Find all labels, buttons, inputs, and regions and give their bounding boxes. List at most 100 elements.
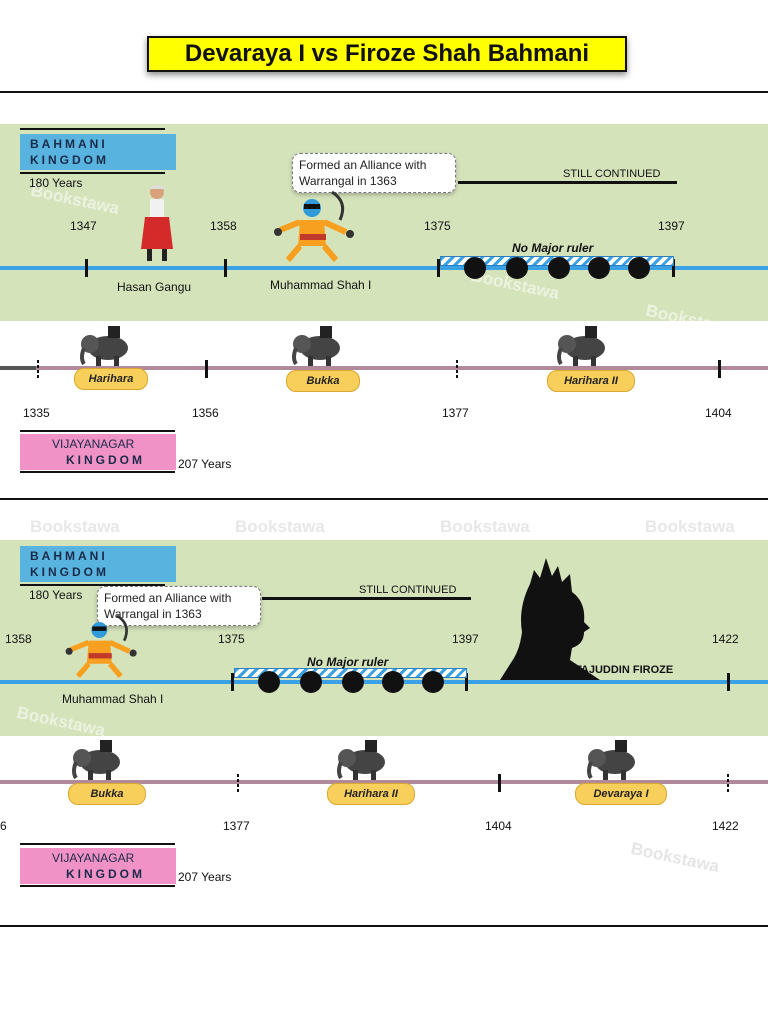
ruler-dot <box>628 257 650 279</box>
no-major-ruler-label: No Major ruler <box>512 241 594 255</box>
bahmani-duration: 180 Years <box>29 176 83 190</box>
year-label: 6 <box>0 819 7 833</box>
timeline-tick <box>37 360 39 378</box>
bahmani-kingdom-label: BAHMANI KINGDOM <box>20 546 176 582</box>
label-rule <box>20 172 165 174</box>
elephant-icon <box>337 740 385 782</box>
panel2-top-divider <box>0 498 768 500</box>
timeline-tick <box>85 259 88 277</box>
year-label: 1404 <box>485 819 512 833</box>
bahmani-timeline <box>0 266 768 270</box>
muhammad-shah-figure <box>274 190 354 262</box>
vijayanagar-timeline <box>0 780 768 784</box>
watermark: Bookstawa <box>30 517 120 536</box>
bahmani-duration: 180 Years <box>29 588 83 602</box>
alliance-callout: Formed an Alliance with Warrangal in 136… <box>292 153 456 193</box>
ruler-badge-harihara: Harihara <box>74 368 148 390</box>
year-label: 1404 <box>705 406 732 420</box>
year-label: 1377 <box>442 406 469 420</box>
watermark: Bookstawa <box>629 838 721 877</box>
ruler-dot <box>422 671 444 693</box>
timeline-tick <box>727 673 730 691</box>
label-rule <box>20 430 175 432</box>
vijayanagar-label-line1: VIJAYANAGAR <box>52 437 135 451</box>
vijayanagar-kingdom-label: VIJAYANAGAR KINGDOM <box>20 434 176 470</box>
still-continued-label: STILL CONTINUED <box>359 584 457 596</box>
watermark: Bookstawa <box>645 517 735 536</box>
timeline-tick <box>498 774 501 792</box>
elephant-icon <box>587 740 635 782</box>
timeline-tick <box>727 774 729 792</box>
ruler-badge-bukka: Bukka <box>68 783 146 805</box>
timeline-tick <box>437 259 440 277</box>
label-rule <box>20 128 165 130</box>
watermark: Bookstawa <box>235 517 325 536</box>
ruler-dot <box>382 671 404 693</box>
year-label: 1358 <box>5 632 32 646</box>
timeline-tick <box>718 360 721 378</box>
timeline-tick <box>672 259 675 277</box>
timeline-tick <box>456 360 458 378</box>
bahmani-label-line2: KINGDOM <box>30 153 109 167</box>
timeline-tick <box>205 360 208 378</box>
ruler-dot <box>588 257 610 279</box>
bahmani-label-line1: BAHMANI <box>30 137 108 151</box>
page-title: Devaraya I vs Firoze Shah Bahmani <box>147 36 627 72</box>
muhammad-shah-figure <box>65 614 137 678</box>
elephant-icon <box>72 740 120 782</box>
callout-line2: Warrangal in 1363 <box>104 607 202 621</box>
panel2-bottom-divider <box>0 925 768 927</box>
year-label: 1397 <box>452 632 479 646</box>
bahmani-label-line2: KINGDOM <box>30 565 109 579</box>
ruler-label-muhammad-shah: Muhammad Shah I <box>62 692 164 706</box>
still-continued-label: STILL CONTINUED <box>563 168 661 180</box>
year-label: 1377 <box>223 819 250 833</box>
tajuddin-firoze-silhouette <box>500 558 600 680</box>
vijayanagar-duration: 207 Years <box>178 457 232 471</box>
callout-line1: Formed an Alliance with <box>104 591 232 605</box>
year-label: 1358 <box>210 219 237 233</box>
ruler-dot <box>548 257 570 279</box>
bahmani-label-line1: BAHMANI <box>30 549 108 563</box>
vijayanagar-timeline <box>0 366 768 370</box>
still-continued-bar <box>262 597 471 600</box>
callout-line2: Warrangal in 1363 <box>299 174 397 188</box>
year-label: 1335 <box>23 406 50 420</box>
ruler-badge-devaraya-i: Devaraya I <box>575 783 667 805</box>
label-rule <box>20 471 175 473</box>
watermark: Bookstawa <box>440 517 530 536</box>
ruler-badge-harihara-ii: Harihara II <box>327 783 415 805</box>
ruler-dot <box>258 671 280 693</box>
year-label: 1422 <box>712 632 739 646</box>
ruler-badge-bukka: Bukka <box>286 370 360 392</box>
year-label: 1347 <box>70 219 97 233</box>
timeline-lead <box>0 366 36 370</box>
year-label: 1375 <box>424 219 451 233</box>
timeline-tick <box>465 673 468 691</box>
year-label: 1422 <box>712 819 739 833</box>
timeline-tick <box>237 774 239 792</box>
label-rule <box>20 885 175 887</box>
vijayanagar-label-line2: KINGDOM <box>66 453 145 467</box>
ruler-label-hasan-gangu: Hasan Gangu <box>117 280 192 294</box>
ruler-dot <box>506 257 528 279</box>
bahmani-kingdom-label: BAHMANI KINGDOM <box>20 134 176 170</box>
still-continued-bar <box>458 181 677 184</box>
elephant-icon <box>292 326 340 368</box>
vijayanagar-kingdom-label: VIJAYANAGAR KINGDOM <box>20 848 176 884</box>
elephant-icon <box>80 326 128 368</box>
label-rule <box>20 843 175 845</box>
callout-line1: Formed an Alliance with <box>299 158 427 172</box>
elephant-icon <box>557 326 605 368</box>
ruler-badge-harihara-ii: Harihara II <box>547 370 635 392</box>
panel1-top-divider <box>0 91 768 93</box>
vijayanagar-duration: 207 Years <box>178 870 232 884</box>
alliance-callout: Formed an Alliance with Warrangal in 136… <box>97 586 261 626</box>
year-label: 1397 <box>658 219 685 233</box>
ruler-dot <box>464 257 486 279</box>
ruler-label-tajuddin-firoze: TAJUDDIN FIROZE <box>575 664 674 676</box>
hasan-gangu-figure <box>141 185 173 261</box>
timeline-tick <box>224 259 227 277</box>
year-label: 1375 <box>218 632 245 646</box>
vijayanagar-label-line2: KINGDOM <box>66 867 145 881</box>
